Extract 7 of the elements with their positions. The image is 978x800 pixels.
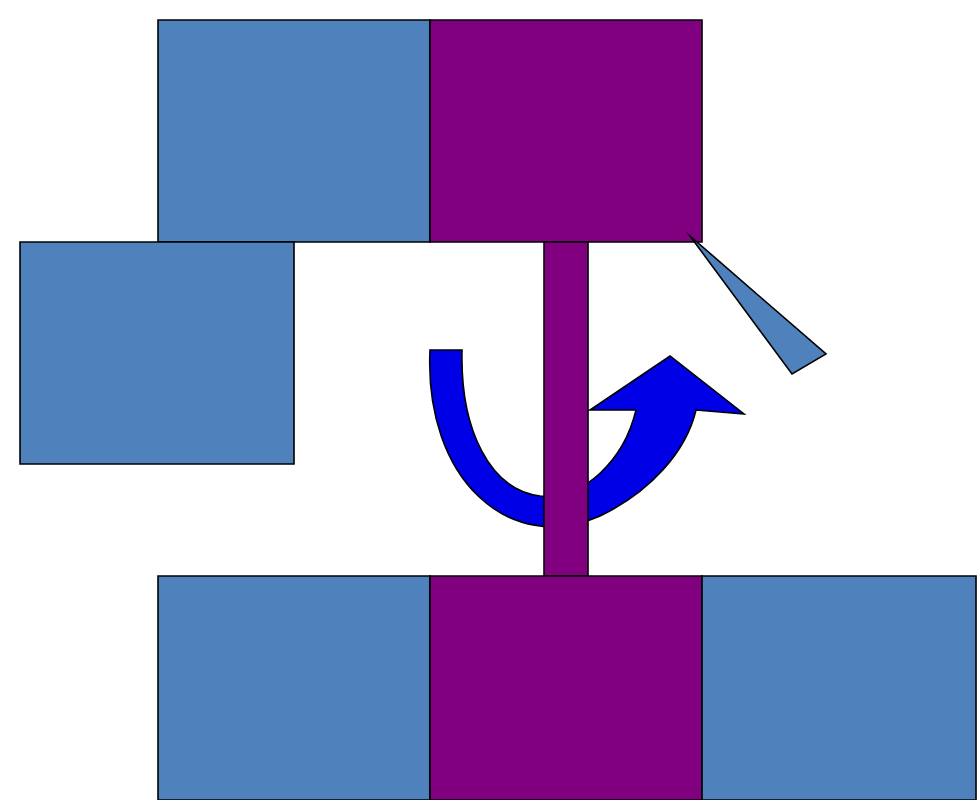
square-block bbox=[157, 19, 431, 243]
square-block bbox=[157, 575, 431, 800]
square-block bbox=[429, 575, 703, 800]
square-block bbox=[701, 575, 977, 800]
square-block bbox=[19, 241, 295, 465]
square-block bbox=[429, 19, 703, 243]
vertical-bar bbox=[543, 241, 589, 577]
